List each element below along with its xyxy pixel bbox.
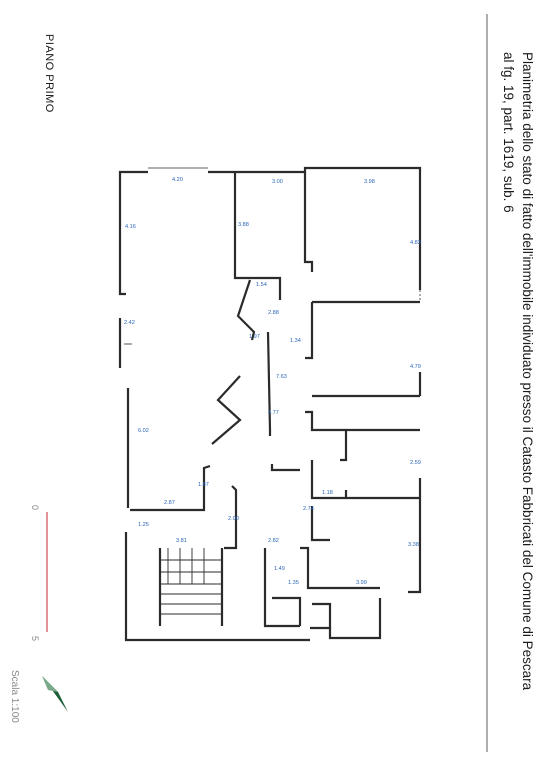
dimension-label: 4.79 [410, 364, 421, 370]
dimension-label: 3.98 [364, 179, 375, 185]
outer-wall-south-right [310, 598, 382, 640]
lower-closet [312, 602, 332, 628]
outer-wall-north-left [118, 170, 148, 296]
dimension-label: 2.88 [268, 310, 279, 316]
dimension-label: 1.49 [274, 566, 285, 572]
outer-wall-top [208, 166, 422, 290]
dimension-label: 2.87 [164, 500, 175, 506]
outer-wall-west-bottom [124, 532, 310, 642]
dimension-label: 2.42 [124, 320, 135, 326]
lower-small-room [272, 596, 302, 626]
central-partition-straight [266, 331, 272, 436]
dimension-label: 4.20 [172, 177, 183, 183]
lower-right-room-walls [300, 546, 380, 590]
room-top-middle-walls [233, 172, 282, 300]
room-top-right-walls [303, 172, 314, 272]
corridor-short-wall [270, 464, 300, 472]
dimension-label: 3.00 [272, 179, 283, 185]
bath-lower-walls [310, 460, 348, 500]
dimension-label: 1.54 [256, 282, 267, 288]
zigzag-partition [211, 375, 242, 445]
plan-walls [118, 166, 422, 642]
dimension-label: 2.82 [268, 538, 279, 544]
left-room-walls [130, 464, 211, 512]
stair-treads [160, 548, 222, 615]
dimension-label: 4.16 [125, 224, 136, 230]
dimension-labels: 4.20 3.00 3.98 4.16 3.88 4.83 1.54 2.88 … [124, 177, 421, 586]
dimension-label: 1.34 [290, 338, 301, 344]
dimension-label: 4.83 [410, 240, 421, 246]
dimension-label: 7.63 [276, 374, 287, 380]
dimension-label: 3.99 [356, 580, 367, 586]
openings [124, 167, 421, 345]
dimension-label: 1.25 [138, 522, 149, 528]
dimension-label: 6.02 [138, 428, 149, 434]
dimension-label: 2.59 [410, 460, 421, 466]
bedroom-right-wall-west [305, 302, 314, 360]
bath-upper-walls [305, 410, 348, 462]
lower-right-room-north [310, 506, 330, 542]
lower-corridor-walls [263, 548, 300, 628]
dimension-label: 2.00 [228, 516, 239, 522]
stair-room-partition [224, 485, 238, 550]
dimension-label: 1.97 [249, 334, 260, 340]
dimension-label: 4.77 [268, 410, 279, 416]
outer-wall-east-lower [408, 478, 422, 594]
dimension-label: 3.81 [176, 538, 187, 544]
north-arrow-shadow-icon [42, 676, 58, 692]
dimension-label: 3.38 [408, 542, 419, 548]
dimension-label: 3.88 [238, 222, 249, 228]
dimension-label: 1.18 [322, 490, 333, 496]
dimension-label: 1.87 [198, 482, 209, 488]
dimension-label: 1.35 [288, 580, 299, 586]
central-partition-angled [236, 279, 256, 341]
dimension-label: 2.74 [303, 506, 314, 512]
